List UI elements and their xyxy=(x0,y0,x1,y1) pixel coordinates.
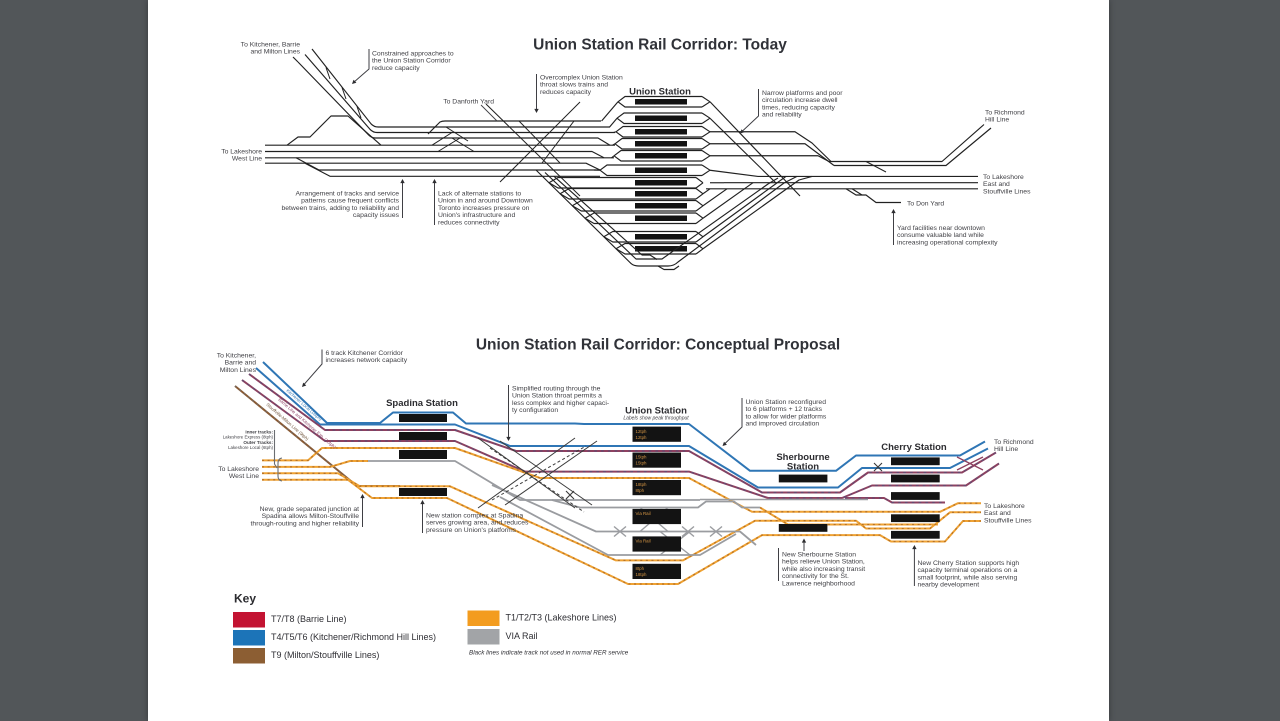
svg-text:Hill Line: Hill Line xyxy=(994,446,1018,453)
svg-text:increases network capacity: increases network capacity xyxy=(326,357,408,364)
svg-text:Labels show peak throughput: Labels show peak throughput xyxy=(623,416,689,422)
svg-text:To Lakeshore: To Lakeshore xyxy=(983,174,1024,181)
svg-text:Cherry Station: Cherry Station xyxy=(881,442,947,453)
svg-text:Union's infrastructure and: Union's infrastructure and xyxy=(438,212,515,219)
svg-text:serves growing area, and reduc: serves growing area, and reduces xyxy=(426,520,529,527)
svg-text:patterns cause frequent confli: patterns cause frequent conflicts xyxy=(301,198,399,205)
svg-text:consume valuable land while: consume valuable land while xyxy=(897,232,984,239)
svg-text:Spadina Station: Spadina Station xyxy=(386,398,458,409)
svg-text:To Don Yard: To Don Yard xyxy=(907,201,944,208)
svg-text:to 6 platforms + 12 tracks: to 6 platforms + 12 tracks xyxy=(746,406,823,413)
svg-text:the Union Station Corridor: the Union Station Corridor xyxy=(372,58,451,65)
svg-text:Arrangement of tracks and serv: Arrangement of tracks and service xyxy=(295,191,399,198)
svg-text:To Lakeshore: To Lakeshore xyxy=(984,503,1025,510)
svg-text:T7/T8 (Barrie Line): T7/T8 (Barrie Line) xyxy=(271,614,347,624)
svg-text:Milton Lines: Milton Lines xyxy=(220,367,257,374)
svg-text:small footprint, while also se: small footprint, while also serving xyxy=(918,574,1018,581)
svg-text:West Line: West Line xyxy=(229,473,259,480)
svg-text:Union Station: Union Station xyxy=(625,406,687,417)
svg-text:East and: East and xyxy=(983,181,1010,188)
svg-text:times, reducing capacity: times, reducing capacity xyxy=(762,104,836,111)
svg-text:helps relieve Union Station,: helps relieve Union Station, xyxy=(782,559,865,566)
svg-text:to allow for wider platforms: to allow for wider platforms xyxy=(746,413,827,420)
svg-text:Barrie and: Barrie and xyxy=(225,360,257,367)
svg-text:ty configuration: ty configuration xyxy=(512,407,558,414)
svg-text:through-routing and higher rel: through-routing and higher reliability xyxy=(251,520,360,527)
svg-text:Union Station Rail Corridor: T: Union Station Rail Corridor: Today xyxy=(533,37,787,54)
svg-text:Spadina allows Milton-Stouffvi: Spadina allows Milton-Stouffville xyxy=(262,513,360,520)
svg-text:circulation increase dwell: circulation increase dwell xyxy=(762,97,838,104)
svg-text:nearby development: nearby development xyxy=(918,582,980,589)
svg-text:reduces connectivity: reduces connectivity xyxy=(438,219,500,226)
svg-text:reduces capacity: reduces capacity xyxy=(540,89,592,96)
svg-text:Via Rail: Via Rail xyxy=(636,511,651,516)
svg-text:pressure on Union's platforms: pressure on Union's platforms xyxy=(426,527,517,534)
svg-text:Outer Tracks:: Outer Tracks: xyxy=(243,440,273,445)
svg-text:East and: East and xyxy=(984,510,1011,517)
svg-text:West Line: West Line xyxy=(232,156,262,163)
svg-text:Union Station throat permits a: Union Station throat permits a xyxy=(512,393,602,400)
svg-text:increasing operational complex: increasing operational complexity xyxy=(897,239,998,246)
svg-text:Lack of alternate stations to: Lack of alternate stations to xyxy=(438,191,521,198)
svg-text:New Cherry Station supports hi: New Cherry Station supports high xyxy=(918,560,1020,567)
svg-text:and Milton Lines: and Milton Lines xyxy=(251,49,301,56)
svg-text:6 track Kitchener Corridor: 6 track Kitchener Corridor xyxy=(326,350,404,357)
svg-text:Union Station: Union Station xyxy=(629,87,691,98)
svg-text:12tph: 12tph xyxy=(636,435,648,440)
svg-text:15tph: 15tph xyxy=(636,461,648,466)
svg-text:capacity issues: capacity issues xyxy=(353,212,400,219)
svg-text:To Danforth Yard: To Danforth Yard xyxy=(443,99,494,106)
svg-text:while also increasing transit: while also increasing transit xyxy=(781,566,865,573)
svg-text:capacity terminal operations o: capacity terminal operations on a xyxy=(918,567,1018,574)
svg-text:Union Station Rail Corridor: C: Union Station Rail Corridor: Conceptual … xyxy=(476,337,840,354)
svg-text:Lawrence neighborhood: Lawrence neighborhood xyxy=(782,580,855,587)
svg-text:throat slows trains and: throat slows trains and xyxy=(540,82,608,89)
svg-text:Simplified routing through the: Simplified routing through the xyxy=(512,386,601,393)
svg-text:To Kitchener,: To Kitchener, xyxy=(217,353,256,360)
svg-text:reduce capacity: reduce capacity xyxy=(372,65,420,72)
svg-text:VIA Rail: VIA Rail xyxy=(506,631,538,641)
svg-text:Sherbourne: Sherbourne xyxy=(776,452,829,463)
svg-text:Stouffville Lines: Stouffville Lines xyxy=(984,517,1032,524)
svg-text:Union in and around Downtown: Union in and around Downtown xyxy=(438,198,533,205)
svg-text:Yard facilities near downtown: Yard facilities near downtown xyxy=(897,225,985,232)
svg-text:12tph: 12tph xyxy=(636,429,648,434)
svg-text:To Kitchener, Barrie: To Kitchener, Barrie xyxy=(241,42,301,49)
svg-text:T4/T5/T6 (Kitchener/Richmond H: T4/T5/T6 (Kitchener/Richmond Hill Lines) xyxy=(271,632,436,642)
svg-text:To Richmond: To Richmond xyxy=(985,110,1025,117)
svg-text:Overcomplex Union Station: Overcomplex Union Station xyxy=(540,75,623,82)
svg-text:15tph: 15tph xyxy=(636,455,648,460)
svg-text:T1/T2/T3 (Lakeshore Lines): T1/T2/T3 (Lakeshore Lines) xyxy=(506,613,617,623)
svg-text:Toronto increases pressure on: Toronto increases pressure on xyxy=(438,205,530,212)
svg-text:Lakeshore Local (6tph): Lakeshore Local (6tph) xyxy=(228,445,273,450)
svg-text:Stouffville Lines: Stouffville Lines xyxy=(983,188,1031,195)
svg-text:Narrow platforms and poor: Narrow platforms and poor xyxy=(762,90,843,97)
svg-text:To Lakeshore: To Lakeshore xyxy=(221,149,262,156)
svg-text:To Lakeshore: To Lakeshore xyxy=(218,466,259,473)
svg-text:Constrained approaches to: Constrained approaches to xyxy=(372,51,454,58)
svg-text:Key: Key xyxy=(234,592,256,606)
svg-text:New Sherbourne Station: New Sherbourne Station xyxy=(782,552,856,559)
svg-text:To Richmond: To Richmond xyxy=(994,439,1034,446)
svg-text:Inner tracks:: Inner tracks: xyxy=(245,430,273,435)
svg-text:8tph: 8tph xyxy=(636,488,645,493)
svg-text:Via Rail: Via Rail xyxy=(636,539,651,544)
svg-text:New, grade separated junction: New, grade separated junction at xyxy=(260,506,359,513)
svg-text:Station: Station xyxy=(787,462,819,473)
svg-text:Union Station reconfigured: Union Station reconfigured xyxy=(746,399,827,406)
svg-text:18tph: 18tph xyxy=(636,482,648,487)
svg-text:18tph: 18tph xyxy=(636,572,648,577)
svg-text:and improved circulation: and improved circulation xyxy=(746,421,820,428)
svg-text:Hill Line: Hill Line xyxy=(985,117,1009,124)
svg-text:and reliability: and reliability xyxy=(762,112,802,119)
svg-text:New station complex at Spadina: New station complex at Spadina xyxy=(426,513,523,520)
svg-text:connectivity for the St.: connectivity for the St. xyxy=(782,573,849,580)
svg-text:between trains, adding to reli: between trains, adding to reliability an… xyxy=(281,205,399,212)
svg-text:8tph: 8tph xyxy=(636,566,645,571)
svg-text:Black lines indicate track not: Black lines indicate track not used in n… xyxy=(469,650,629,657)
svg-text:Lakeshore Express (8tph): Lakeshore Express (8tph) xyxy=(223,435,274,440)
svg-text:T9 (Milton/Stouffville Lines): T9 (Milton/Stouffville Lines) xyxy=(271,650,379,660)
svg-text:less complex and higher capaci: less complex and higher capaci- xyxy=(512,400,609,407)
